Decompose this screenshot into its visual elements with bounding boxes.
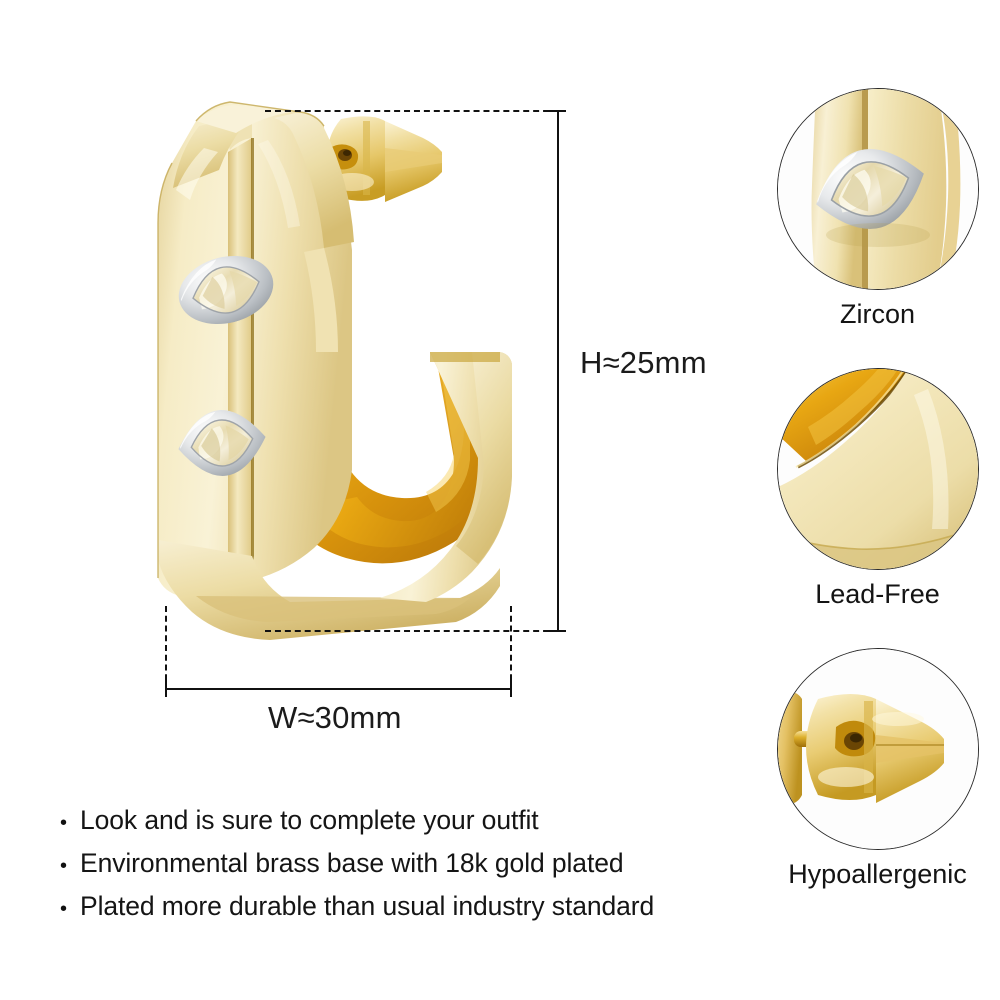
height-dimension-label: H≈25mm (580, 345, 707, 380)
zircon-bezel-detail-icon (777, 89, 978, 289)
hoop-bevel-facet (224, 118, 254, 574)
width-dimension-line (165, 688, 510, 690)
product-image-earring (0, 0, 620, 700)
bullet-icon: • (60, 898, 68, 920)
list-item: • Environmental brass base with 18k gold… (60, 848, 780, 891)
dim-guide-right-dashed (510, 606, 512, 690)
feature-bullet-list: • Look and is sure to complete your outf… (60, 805, 780, 934)
product-dimension-stage: H≈25mm W≈30mm (0, 0, 707, 780)
callout-hypoallergenic: Hypoallergenic (755, 648, 1000, 890)
feature-text: Look and is sure to complete your outfit (80, 805, 539, 835)
height-dimension-cap-bottom (549, 630, 566, 632)
width-dimension-cap-right (510, 680, 512, 697)
callout-zircon: Zircon (755, 88, 1000, 330)
zircon-stone-lower (178, 410, 266, 476)
bullet-icon: • (60, 812, 68, 834)
dim-guide-bottom-dashed (265, 630, 559, 632)
callout-label-hypoallergenic: Hypoallergenic (788, 859, 967, 889)
callout-disc-lead-free (776, 368, 979, 570)
earring-butterfly-back-icon (777, 649, 978, 849)
callout-disc-zircon (776, 88, 979, 290)
hoop-bottom-wedge (158, 540, 500, 640)
zircon-stone-upper (178, 255, 274, 325)
hoop-outer-rim (274, 112, 354, 352)
gold-band-inner-curve-icon (777, 369, 978, 569)
callout-label-zircon: Zircon (839, 299, 915, 329)
list-item: • Look and is sure to complete your outf… (60, 805, 780, 848)
callout-disc-hypoallergenic (776, 648, 979, 850)
width-dimension-cap-left (165, 680, 167, 697)
feature-text: Plated more durable than usual industry … (80, 891, 655, 921)
hoop-front-face (158, 102, 352, 596)
height-dimension-cap-top (549, 110, 566, 112)
callout-lead-free: Lead-Free (755, 368, 1000, 610)
width-dimension-label: W≈30mm (268, 700, 402, 735)
callout-label-lead-free: Lead-Free (815, 579, 940, 609)
feature-text: Environmental brass base with 18k gold p… (80, 848, 624, 878)
detail-callout-column: Zircon (755, 0, 1000, 1000)
earring-illustration (157, 101, 512, 640)
dim-guide-top-dashed (265, 110, 559, 112)
hoop-right-leg (380, 352, 512, 602)
list-item: • Plated more durable than usual industr… (60, 891, 780, 934)
bullet-icon: • (60, 855, 68, 877)
dim-guide-left-dashed (165, 606, 167, 690)
height-dimension-line (557, 110, 559, 630)
